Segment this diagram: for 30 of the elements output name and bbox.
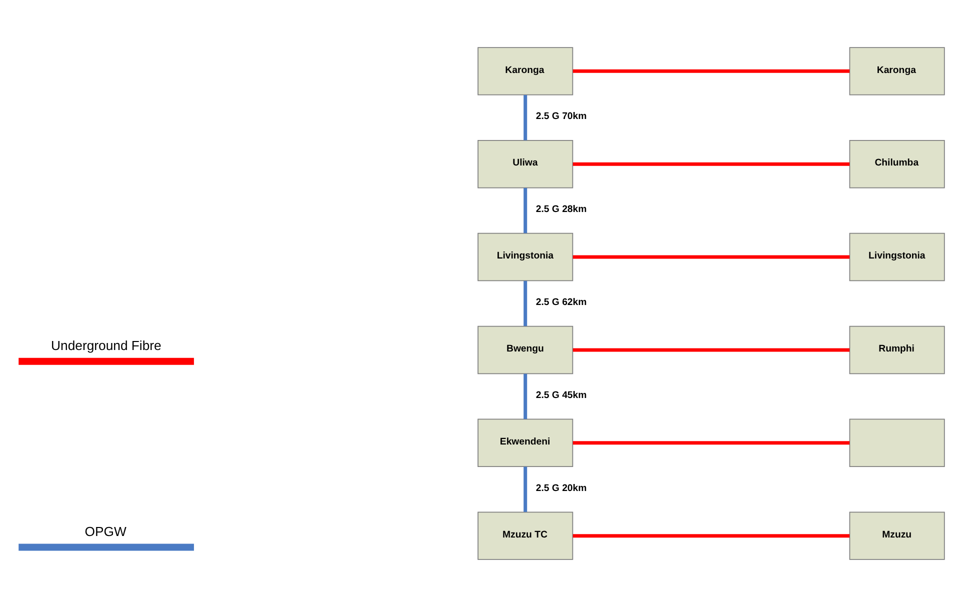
connector bbox=[572, 534, 850, 538]
edge-label: 2.5 G 70km bbox=[536, 110, 587, 122]
connector bbox=[524, 94, 528, 140]
connector bbox=[524, 373, 528, 419]
edge-label: 2.5 G 20km bbox=[536, 482, 587, 494]
node-box: Uliwa bbox=[478, 140, 574, 188]
node-box: Mzuzu bbox=[849, 511, 945, 560]
node-box bbox=[849, 418, 945, 466]
node-box: Karonga bbox=[849, 46, 945, 95]
node-box: Ekwendeni bbox=[478, 418, 574, 466]
node-box: Livingstonia bbox=[478, 232, 574, 281]
node-box: Bwengu bbox=[478, 325, 574, 374]
legend-label: OPGW bbox=[84, 523, 126, 538]
node-box: Rumphi bbox=[849, 325, 945, 374]
connector bbox=[524, 187, 528, 233]
edge-label: 2.5 G 45km bbox=[536, 390, 587, 401]
connector bbox=[524, 280, 528, 326]
edge-label: 2.5 G 28km bbox=[536, 204, 587, 215]
connector bbox=[572, 440, 850, 444]
connector bbox=[572, 254, 850, 258]
connector bbox=[572, 162, 850, 166]
node-box: Mzuzu TC bbox=[478, 511, 574, 560]
edge-label: 2.5 G 62km bbox=[536, 296, 587, 308]
node-box: Karonga bbox=[478, 46, 574, 95]
node-box: Chilumba bbox=[849, 140, 945, 188]
connector bbox=[572, 348, 850, 352]
connector bbox=[524, 466, 528, 512]
node-box: Livingstonia bbox=[849, 232, 945, 281]
legend-label: Underground Fibre bbox=[51, 337, 162, 352]
connector bbox=[572, 68, 850, 72]
